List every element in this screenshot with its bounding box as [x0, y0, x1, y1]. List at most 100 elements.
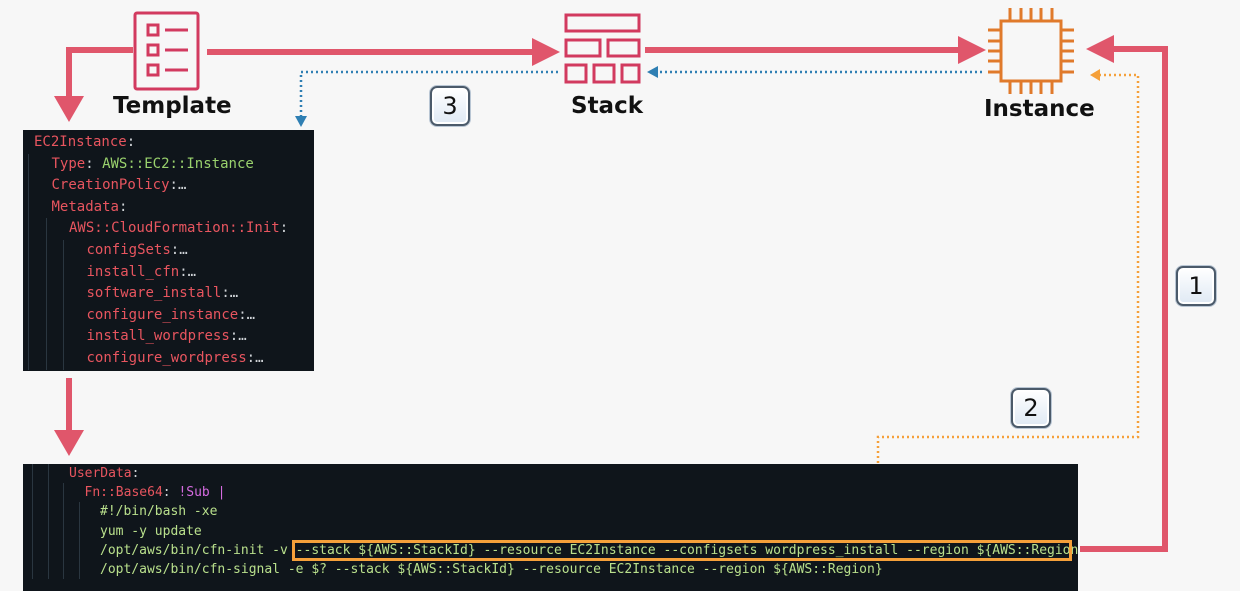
indent-guide — [28, 175, 29, 197]
indent-guide — [47, 502, 49, 522]
indent-guide — [28, 326, 29, 348]
indent-guide — [47, 540, 49, 560]
highlighted-cfn-init-args: --stack ${AWS::StackId} --resource EC2In… — [295, 542, 1078, 558]
indent-guide — [47, 464, 49, 484]
code-line-content: configure_wordpress:… — [87, 348, 264, 370]
code-line: Metadata: — [23, 196, 314, 219]
indent-guide — [63, 347, 64, 370]
indent-guide — [45, 304, 47, 327]
code-line-content: CreationPolicy:… — [52, 175, 187, 197]
code-line-content: configSets:… — [87, 240, 188, 262]
code-token: Metadata — [51, 198, 119, 215]
indent-guide — [78, 540, 80, 560]
code-token: :… — [221, 285, 239, 302]
indent-guide — [28, 218, 29, 240]
code-token: :… — [170, 241, 188, 258]
indent-guide — [28, 304, 29, 327]
template-label: Template — [113, 93, 232, 119]
code-line: EC2Instance: — [23, 132, 314, 154]
code-line-content: software_install:… — [87, 283, 239, 305]
code-line-content: Type: AWS::EC2::Instance — [52, 154, 254, 176]
indent-guide — [45, 239, 47, 262]
code-token: CreationPolicy — [51, 177, 170, 194]
indent-guide — [78, 502, 80, 522]
indent-guide — [63, 261, 64, 284]
indent-guide — [63, 502, 64, 522]
code-token: yum -y update — [100, 523, 202, 539]
code-token: :… — [179, 263, 197, 280]
indent-guide — [28, 196, 29, 219]
code-line-content: install_cfn:… — [87, 262, 197, 284]
indent-guide — [28, 239, 29, 262]
indent-guide — [32, 521, 33, 541]
indent-guide — [63, 521, 64, 541]
step-badge-3: 3 — [430, 86, 470, 126]
code-token: :… — [169, 177, 187, 194]
indent-guide — [63, 540, 64, 560]
code-line-content: AWS::CloudFormation::Init: — [69, 218, 288, 240]
code-token: software_install — [86, 285, 222, 302]
code-token: configure_wordpress — [86, 349, 247, 366]
step-badge-2: 2 — [1011, 388, 1051, 428]
code-line-content: configure_instance:… — [87, 305, 256, 327]
template-checklist-icon — [133, 11, 200, 91]
code-token: Fn::Base64 — [84, 485, 163, 501]
code-token: #!/bin/bash -xe — [100, 504, 218, 520]
indent-guide — [32, 502, 33, 522]
code-line: install_wordpress:… — [23, 326, 314, 348]
indent-guide — [45, 261, 47, 284]
indent-guide — [63, 283, 64, 305]
code-line-content: /opt/aws/bin/cfn-init -v --stack ${AWS::… — [100, 541, 1078, 560]
code-line-content: UserData: — [69, 464, 139, 483]
indent-guide — [63, 326, 64, 348]
code-token: UserData — [69, 466, 132, 481]
indent-guide — [63, 239, 64, 262]
code-token: /opt/aws/bin/cfn-signal -e $? --stack ${… — [100, 561, 883, 577]
code-token: Type — [51, 155, 86, 172]
code-line: yum -y update — [23, 521, 1078, 541]
arrow-step1-userdata-to-instance — [1080, 35, 1168, 552]
userdata-code-panel: UserData:Fn::Base64: !Sub |#!/bin/bash -… — [23, 464, 1078, 591]
instance-label: Instance — [984, 96, 1095, 122]
code-line-content: EC2Instance: — [34, 132, 135, 154]
instance-chip-icon — [988, 8, 1074, 94]
code-line: Type: AWS::EC2::Instance — [23, 153, 314, 176]
code-token: AWS::EC2::Instance — [102, 155, 254, 172]
code-line: install_cfn:… — [23, 261, 314, 284]
stack-bricks-icon — [564, 13, 641, 84]
arrow-template-to-stack — [207, 38, 560, 66]
indent-guide — [45, 347, 47, 370]
arrow-step2-cfn-init-to-instance — [876, 69, 1140, 533]
code-line: /opt/aws/bin/cfn-signal -e $? --stack ${… — [23, 559, 1078, 580]
indent-guide — [28, 261, 29, 284]
code-token: configSets — [86, 241, 171, 258]
code-token: : — [118, 198, 128, 215]
code-token: configure_instance — [86, 306, 239, 323]
code-line: configSets:… — [23, 239, 314, 262]
code-token: AWS::CloudFormation::Init — [69, 220, 280, 237]
code-line: Fn::Base64: !Sub | — [23, 483, 1078, 503]
code-line: configure_instance:… — [23, 304, 314, 327]
code-token: !Sub | — [178, 485, 226, 501]
indent-guide — [28, 153, 29, 176]
code-token: install_cfn — [86, 263, 180, 280]
code-token: : — [162, 485, 179, 501]
indent-guide — [47, 521, 49, 541]
code-token: : — [126, 134, 136, 150]
indent-guide — [63, 559, 64, 580]
code-line-content: Metadata: — [52, 197, 128, 219]
code-line-content: #!/bin/bash -xe — [100, 502, 217, 521]
indent-guide — [32, 483, 33, 503]
step-badge-1: 1 — [1176, 266, 1216, 306]
arrow-code-down — [54, 378, 84, 456]
indent-guide — [63, 304, 64, 327]
indent-guide — [78, 521, 80, 541]
code-line: #!/bin/bash -xe — [23, 502, 1078, 522]
code-token: : — [131, 466, 140, 481]
indent-guide — [32, 464, 33, 484]
code-token: install_wordpress — [86, 328, 230, 345]
code-token: :… — [238, 306, 256, 323]
indent-guide — [28, 283, 29, 305]
code-line-content: /opt/aws/bin/cfn-signal -e $? --stack ${… — [100, 560, 883, 579]
